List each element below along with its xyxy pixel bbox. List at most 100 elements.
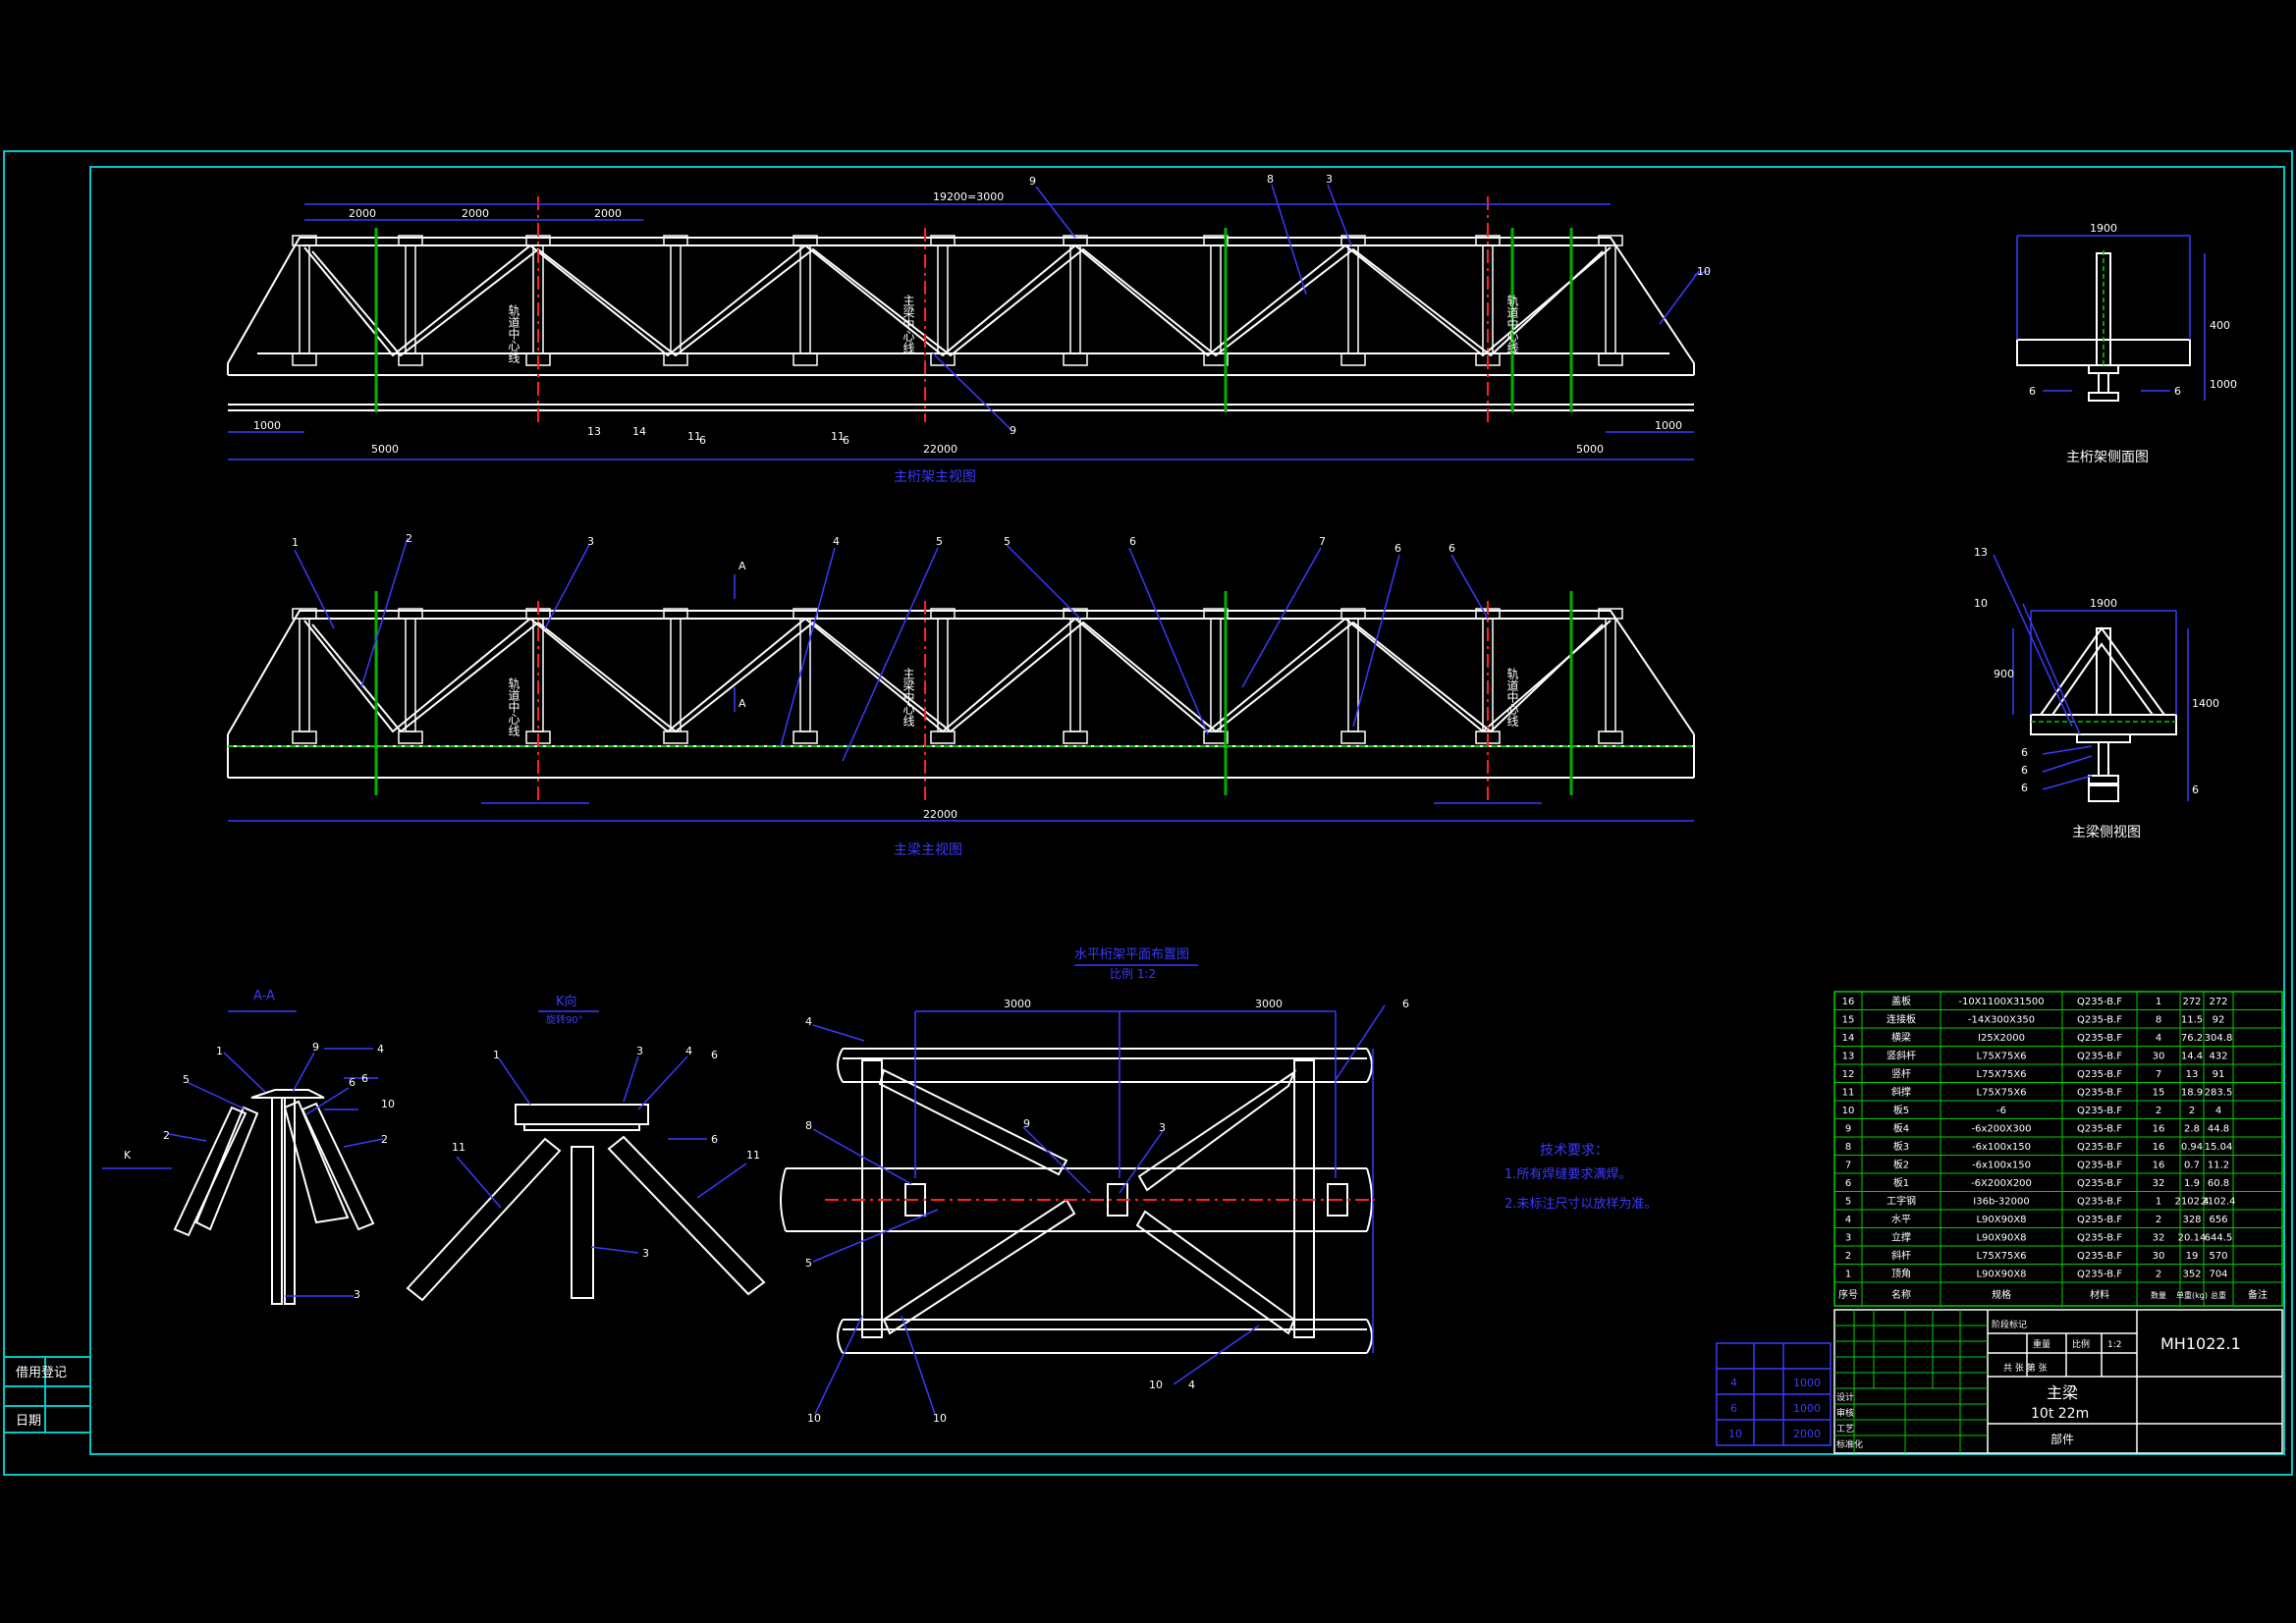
bom-cell: 328: [2182, 1215, 2201, 1225]
tb-row-design: 设计: [1836, 1391, 1854, 1403]
bom-cell: 4: [2156, 1033, 2161, 1044]
bs-height-dim-2: 1400: [2192, 697, 2219, 710]
ft-callout-8: 8: [1267, 173, 1274, 186]
tb-type: 部件: [2050, 1432, 2074, 1446]
tb-stage-label: 阶段标记: [1992, 1319, 2027, 1330]
post-cap-plate: [1063, 235, 1088, 246]
bom-cell: 2.8: [2184, 1124, 2200, 1135]
bom-cell: Q235-B.F: [2077, 1270, 2122, 1280]
post-foot-plate: [292, 730, 317, 744]
bom-cell: 14: [1842, 1033, 1855, 1044]
ft-bay-dim-1: 2000: [349, 207, 376, 220]
ts-title: 主桁架侧面图: [2066, 450, 2149, 465]
wt-r1-b: 1000: [1793, 1377, 1821, 1389]
bom-cell: 570: [2209, 1251, 2227, 1262]
wt-r2-a: 6: [1730, 1402, 1737, 1415]
bom-cell: 2: [2156, 1106, 2161, 1116]
post-cap-plate: [1340, 608, 1366, 620]
bom-cell: Q235-B.F: [2077, 1233, 2122, 1244]
truss-side-view: 1900 400 1000 6 6 主桁架侧面图: [2016, 222, 2237, 465]
saa-callout-1: 1: [216, 1045, 223, 1057]
post-cap-plate: [793, 235, 818, 246]
kv-weld-6b: 6: [711, 1133, 718, 1146]
kv-callout-3a: 3: [636, 1045, 643, 1057]
bom-cell: -6x100x150: [1972, 1161, 2031, 1171]
bom-cell: 2: [1845, 1251, 1851, 1262]
pv-callout-4: 4: [805, 1015, 812, 1028]
bom-cell: Q235-B.F: [2077, 997, 2122, 1007]
mb-callout-3: 3: [587, 535, 594, 548]
bom-cell: 7: [2156, 1069, 2161, 1080]
tb-name: 主梁: [2047, 1383, 2078, 1402]
k-view: K向 旋转90° 1 3 4 11 11 3 6 6: [406, 994, 766, 1302]
bom-cell: 15: [2153, 1088, 2165, 1099]
front-truss-view: 19200=3000 2000 2000 2000 1000 5000 2200…: [227, 173, 1711, 485]
pv-weld-4: 4: [1188, 1379, 1195, 1391]
post-foot-plate: [1063, 352, 1088, 366]
saa-weld-10: 10: [381, 1098, 395, 1110]
saa-weld-6: 6: [361, 1072, 368, 1085]
ts-weld-6a: 6: [2029, 385, 2036, 398]
kv-callout-11b: 11: [746, 1149, 760, 1162]
post-foot-plate: [663, 352, 688, 366]
saa-callout-2a: 2: [163, 1129, 170, 1142]
bom-cell: 18.9: [2181, 1088, 2203, 1099]
mb-main-label: 主梁中心线: [902, 668, 915, 727]
bom-cell: 272: [2182, 997, 2201, 1007]
ts-width-dim: 1900: [2090, 222, 2117, 235]
bom-header: 备注: [2248, 1288, 2268, 1301]
mb-section-marker-top: A: [738, 560, 746, 572]
bom-cell: 1: [2156, 997, 2161, 1007]
bom-cell: 30: [2153, 1251, 2165, 1262]
pv-title: 水平桁架平面布置图: [1074, 947, 1189, 962]
bom-cell: -14X300X350: [1968, 1015, 2035, 1026]
bom-cell: 5: [1845, 1197, 1851, 1208]
tb-row-review: 审核: [1836, 1407, 1854, 1419]
bom-cell: Q235-B.F: [2077, 1033, 2122, 1044]
bom-cell: 352: [2182, 1270, 2201, 1280]
bom-cell: Q235-B.F: [2077, 1251, 2122, 1262]
bom-cell: 盖板: [1891, 995, 1911, 1007]
kv-callout-3b: 3: [642, 1247, 649, 1260]
pv-dim-2: 3000: [1255, 998, 1283, 1010]
bom-cell: 32: [2153, 1178, 2165, 1189]
bom-cell: 11: [1842, 1088, 1855, 1099]
ft-left-dim: 1000: [253, 419, 281, 432]
bom-cell: Q235-B.F: [2077, 1106, 2122, 1116]
bom-cell: 水平: [1891, 1214, 1911, 1225]
saa-callout-9: 9: [312, 1041, 319, 1054]
ts-weld-6b: 6: [2174, 385, 2181, 398]
post-foot-plate: [1203, 352, 1229, 366]
bom-cell: 2102.4: [2202, 1197, 2236, 1208]
mb-callout-2: 2: [406, 532, 412, 545]
bom-header: 材料: [2090, 1288, 2109, 1301]
bom-cell: 6: [1845, 1178, 1851, 1189]
pv-callout-9: 9: [1023, 1117, 1030, 1130]
sheet-frame: [3, 150, 2293, 1476]
post-foot-plate: [1063, 730, 1088, 744]
ft-title: 主桁架主视图: [894, 469, 976, 485]
bom-cell: -10X1100X31500: [1958, 997, 2044, 1007]
bom-cell: I25X2000: [1978, 1033, 2025, 1044]
bom-cell: 16: [2153, 1124, 2165, 1135]
front-truss-centerlines: [537, 196, 1489, 422]
mb-callout-7: 7: [1319, 535, 1326, 548]
bom-cell: 76.2: [2181, 1033, 2203, 1044]
bom-cell: 斜撑: [1891, 1086, 1911, 1099]
pv-weld-6: 6: [1402, 998, 1409, 1010]
bom-cell: 2102.4: [2175, 1197, 2210, 1208]
bom-cell: 14.4: [2181, 1052, 2203, 1062]
tech-note-2: 2.未标注尺寸以放样为准。: [1504, 1197, 1657, 1212]
mb-callout-6b: 6: [1394, 542, 1401, 555]
bom-cell: 2: [2156, 1270, 2161, 1280]
ft-callout-11a: 11: [687, 430, 701, 443]
bom-header: 数量: [2151, 1290, 2166, 1300]
saa-callout-2b: 2: [381, 1133, 388, 1146]
mb-rail-label-left: 轨道中心线: [507, 677, 520, 736]
wt-r1-a: 4: [1730, 1377, 1737, 1389]
ft-main-label: 主梁中心线: [902, 295, 915, 353]
bom-cell: 644.5: [2205, 1233, 2233, 1244]
bom-cell: 2: [2189, 1106, 2195, 1116]
front-truss-dimensions: [228, 184, 1710, 460]
post-foot-plate: [930, 730, 956, 744]
